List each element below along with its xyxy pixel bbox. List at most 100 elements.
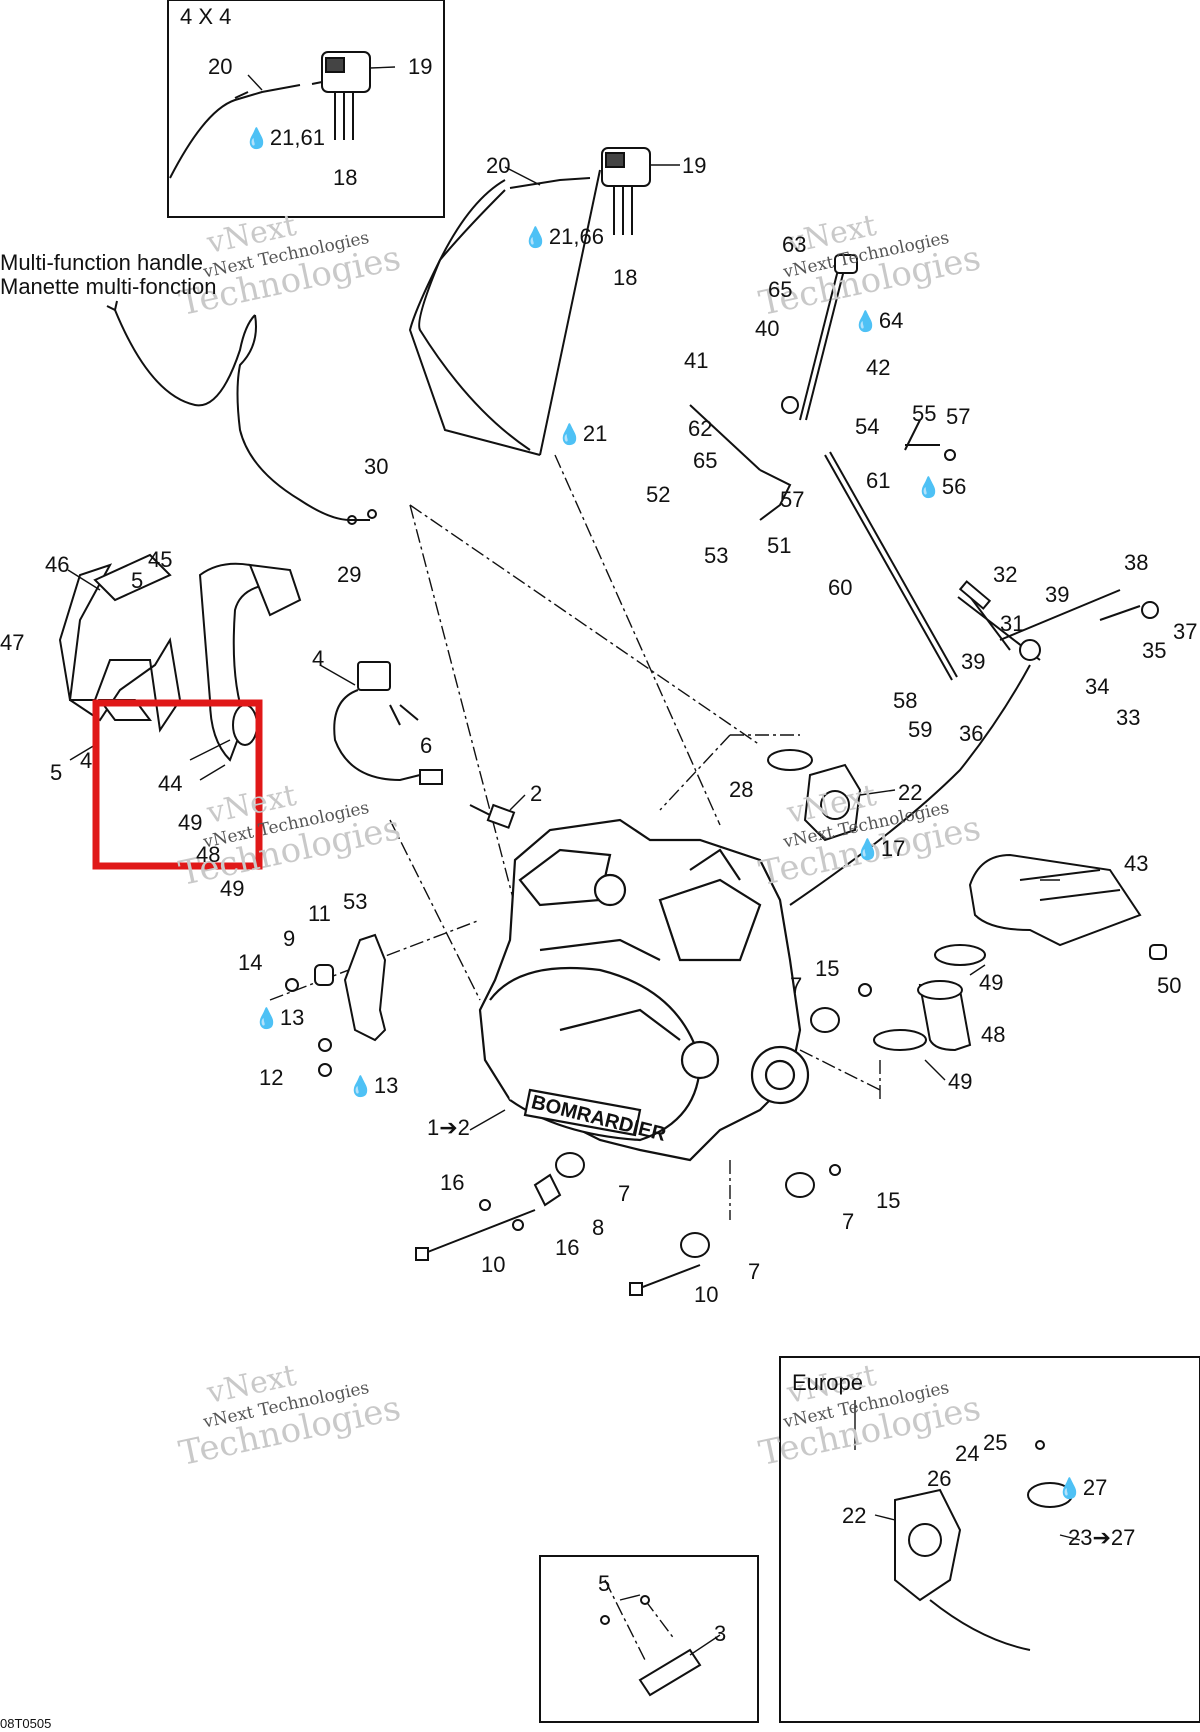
engine-block <box>478 818 810 1162</box>
inset-4x4-frame <box>167 0 445 218</box>
part-label: 62 <box>688 416 713 441</box>
part-label: 57 <box>946 404 971 429</box>
part-label: 18 <box>333 165 358 190</box>
part-label: 20 <box>486 153 511 178</box>
part-label: 11 <box>308 901 331 926</box>
oil-drop-icon: 💧 <box>557 424 582 446</box>
part-label: 7 <box>748 1259 761 1284</box>
part-label: 15 <box>876 1188 901 1213</box>
part-label: 4 <box>312 646 325 671</box>
handle-cable <box>106 147 651 525</box>
part-label: 36 <box>959 721 984 746</box>
part-label: 4 <box>80 748 93 773</box>
part-label: 65 <box>693 448 718 473</box>
part-label: 48 <box>981 1022 1006 1047</box>
part-label-lubricant: 💧21,61 <box>244 125 325 150</box>
part-label: 22 <box>898 780 923 805</box>
part-label-lubricant: 💧56 <box>916 474 967 499</box>
part-label: 35 <box>1142 638 1167 663</box>
oil-drop-icon: 💧 <box>855 839 880 861</box>
part-label: 6 <box>420 733 433 758</box>
part-label: 5 <box>131 568 144 593</box>
oil-drop-icon: 💧 <box>244 128 269 150</box>
carburetor <box>767 749 862 842</box>
part-label: 29 <box>337 562 362 587</box>
part-label: 65 <box>768 277 793 302</box>
part-label: 46 <box>45 552 70 577</box>
part-label: 16 <box>440 1170 465 1195</box>
part-label: 18 <box>613 265 638 290</box>
part-label: 26 <box>927 1466 952 1491</box>
part-label: 2 <box>530 781 543 806</box>
part-label-lubricant: 💧27 <box>1057 1475 1108 1500</box>
part-label: 63 <box>782 232 807 257</box>
inset-europe-title: Europe <box>792 1370 863 1395</box>
part-label-lubricant: 💧64 <box>853 308 904 333</box>
part-label: 7 <box>618 1181 631 1206</box>
oil-drop-icon: 💧 <box>916 477 941 499</box>
part-label: 28 <box>729 777 754 802</box>
part-label: 58 <box>893 688 918 713</box>
inset-small-art <box>600 1595 702 1697</box>
part-label: 43 <box>1124 851 1149 876</box>
part-label: 39 <box>1045 582 1070 607</box>
part-label: 49 <box>220 876 245 901</box>
oil-drop-icon: 💧 <box>523 227 548 249</box>
part-label: 7 <box>790 973 803 998</box>
part-label: 42 <box>866 355 891 380</box>
part-label-lubricant: 💧21,66 <box>523 224 604 249</box>
inset-4x4-title: 4 X 4 <box>180 4 232 29</box>
inset-4x4-art <box>169 51 371 179</box>
diagram-code: 08T0505 <box>0 1716 52 1731</box>
part-label: 19 <box>408 54 433 79</box>
part-label: 20 <box>208 54 233 79</box>
clamps-and-sleeve <box>873 944 986 1052</box>
ignition-wiring <box>333 661 516 829</box>
part-label: 5 <box>50 760 63 785</box>
part-label: 53 <box>343 889 368 914</box>
reference-lines <box>269 454 881 1661</box>
part-label: 24 <box>955 1441 980 1466</box>
part-label: 55 <box>912 401 937 426</box>
part-label: 10 <box>481 1252 506 1277</box>
oil-drop-icon: 💧 <box>348 1076 373 1098</box>
label-leaders <box>67 66 1081 1656</box>
handle-caption: Multi-function handle Manette multi-fonc… <box>0 250 217 299</box>
part-label: 1➔2 <box>427 1115 470 1140</box>
oil-drop-icon: 💧 <box>1057 1478 1082 1500</box>
part-label: 30 <box>364 454 389 479</box>
mounting-hardware <box>415 983 872 1296</box>
part-label: 25 <box>983 1430 1008 1455</box>
inset-europe-art <box>894 1440 1073 1651</box>
part-label: 22 <box>842 1503 867 1528</box>
part-label: 61 <box>866 468 891 493</box>
part-label: 57 <box>780 487 805 512</box>
part-label: 33 <box>1116 705 1141 730</box>
part-label: 16 <box>555 1235 580 1260</box>
part-label: 3 <box>714 1621 727 1646</box>
part-label: 32 <box>993 562 1018 587</box>
part-label: 39 <box>961 649 986 674</box>
part-label: 38 <box>1124 550 1149 575</box>
air-intake <box>968 853 1167 960</box>
part-label: 14 <box>238 950 263 975</box>
inset-europe-frame <box>779 1356 1200 1723</box>
part-label: 49 <box>178 810 203 835</box>
part-label: 47 <box>0 630 25 655</box>
part-label: 59 <box>908 717 933 742</box>
highlight-box <box>92 699 263 870</box>
part-label: 45 <box>148 547 173 572</box>
part-label: 53 <box>704 543 729 568</box>
part-label: 9 <box>283 926 296 951</box>
inset-small-frame <box>539 1555 759 1723</box>
part-label: 19 <box>682 153 707 178</box>
part-label-lubricant: 💧13 <box>348 1073 399 1098</box>
part-label: 41 <box>684 348 709 373</box>
part-label: 8 <box>592 1215 605 1240</box>
part-label: 51 <box>767 533 792 558</box>
part-label: 12 <box>259 1065 284 1090</box>
part-label: 34 <box>1085 674 1110 699</box>
part-label: 7 <box>842 1209 855 1234</box>
part-label: 50 <box>1157 973 1182 998</box>
